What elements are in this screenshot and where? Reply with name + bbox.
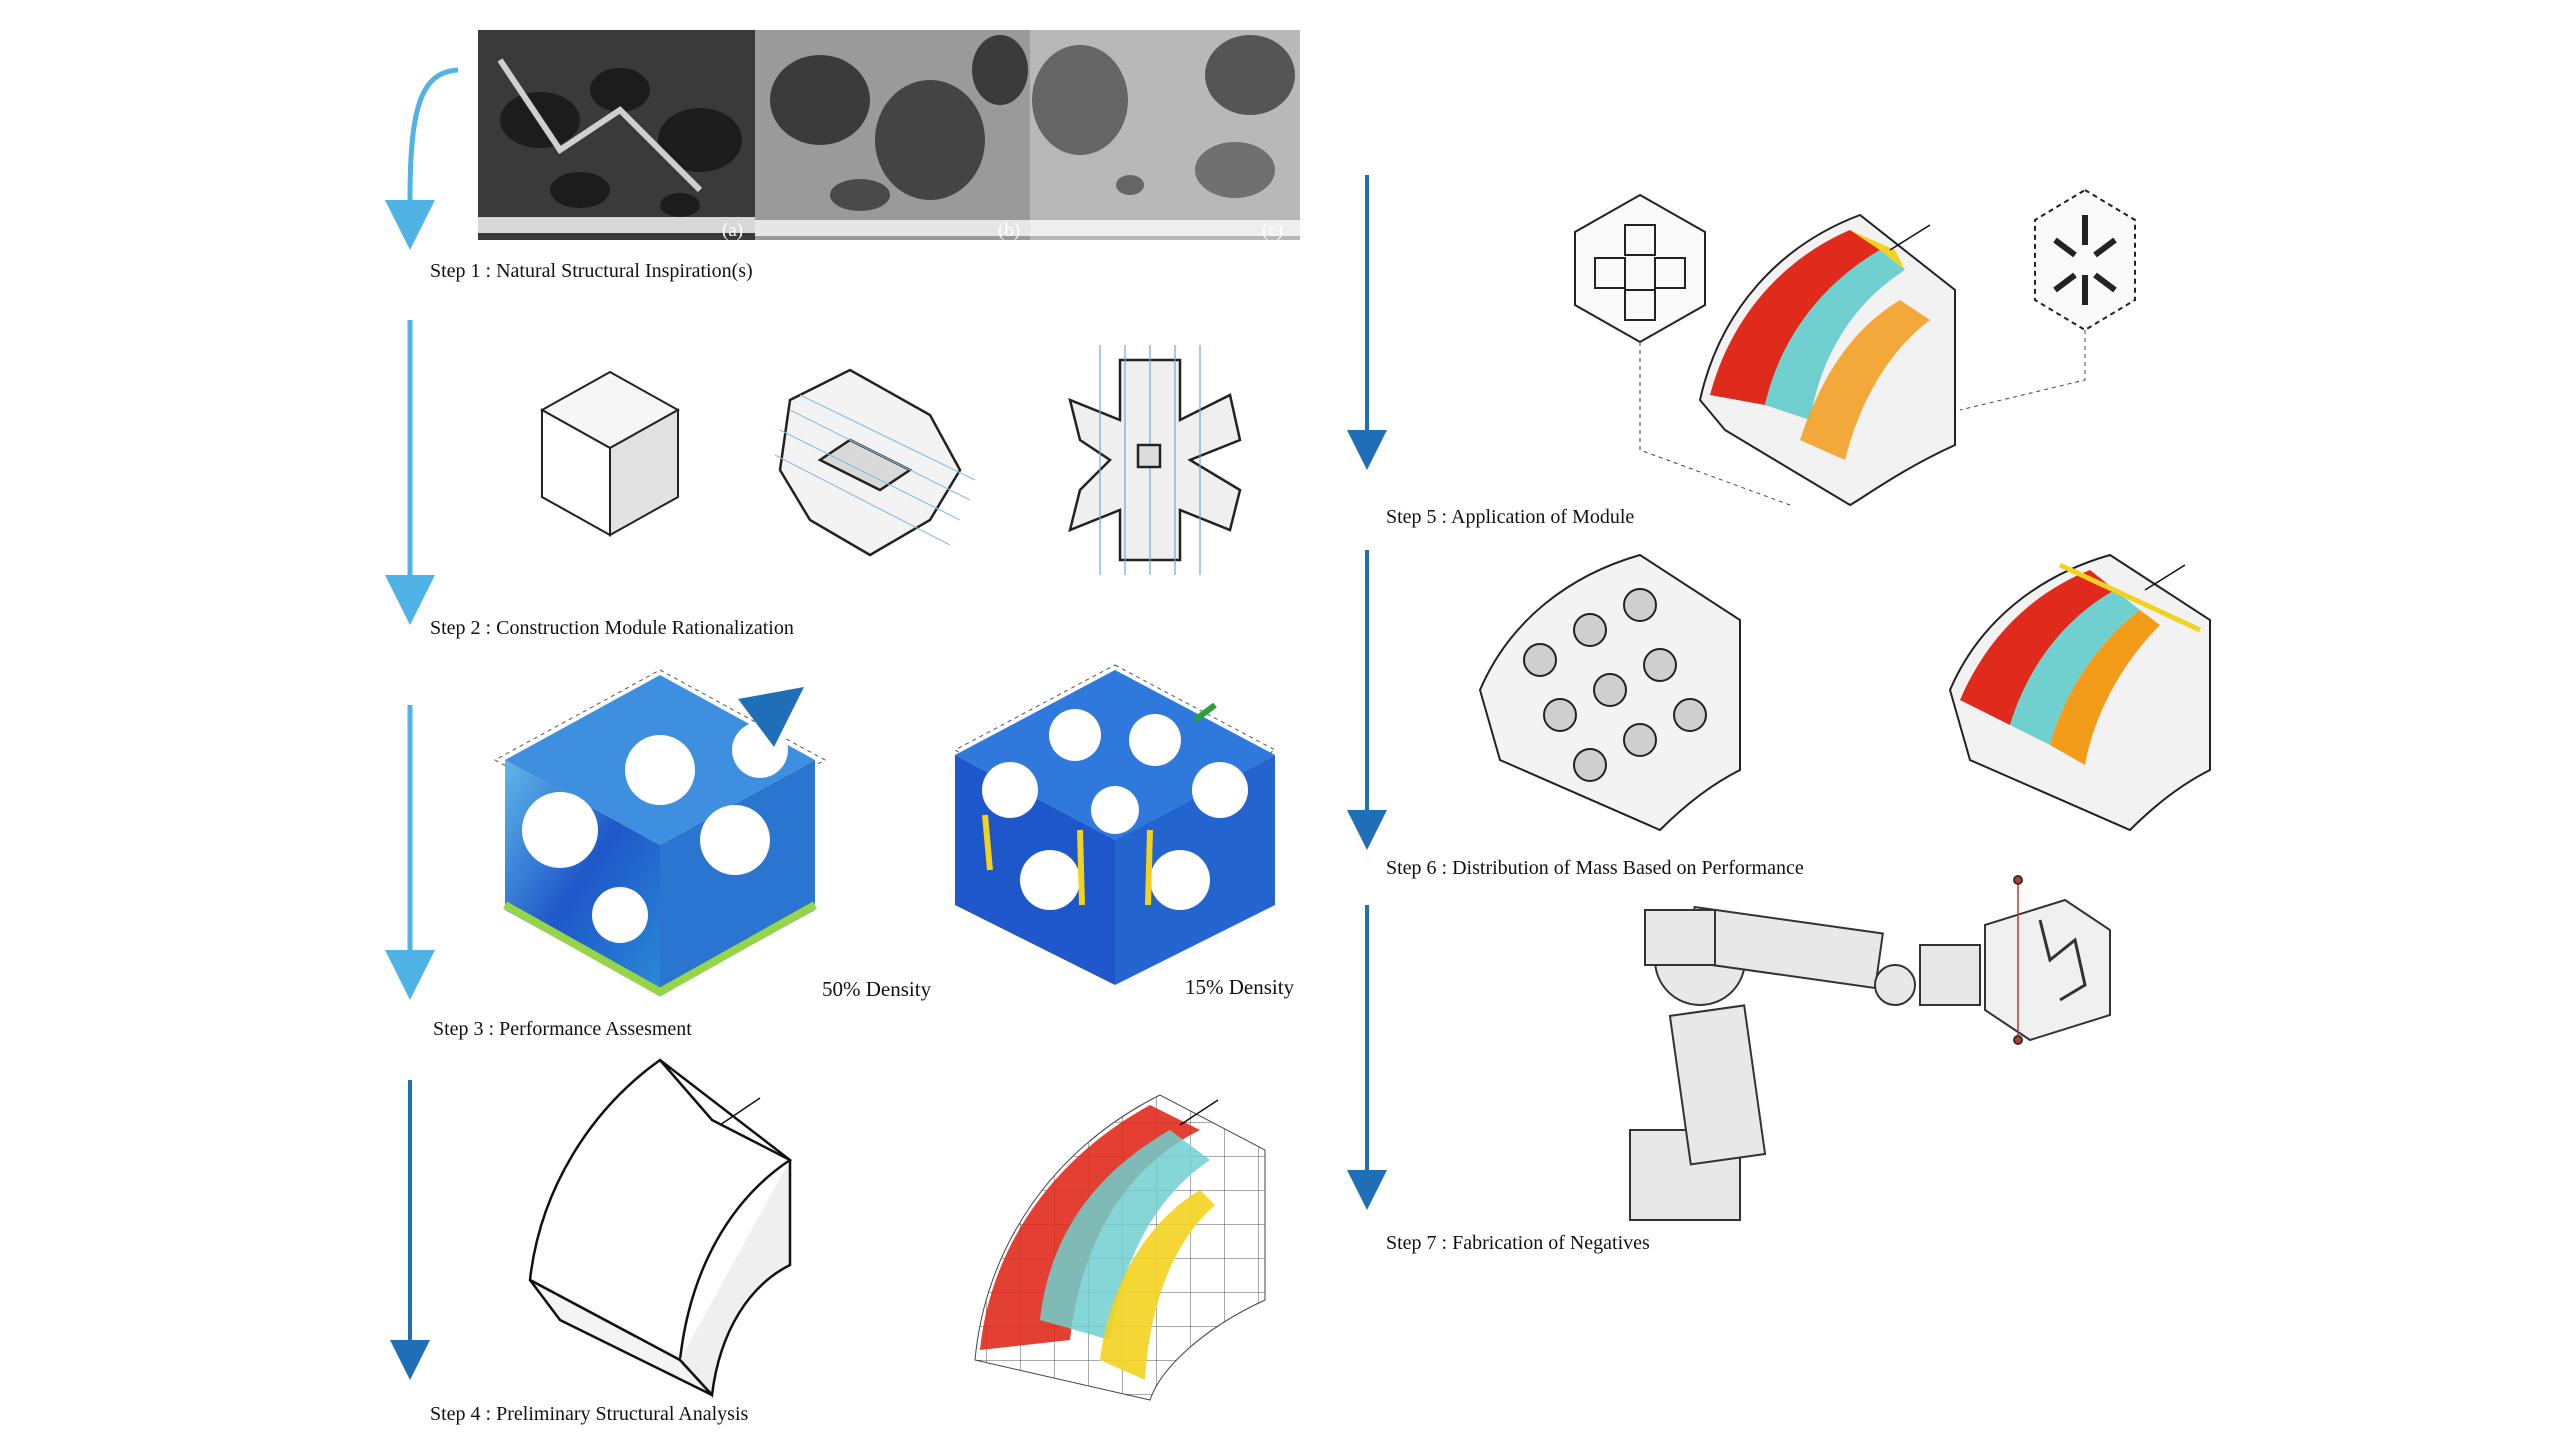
- lattice-curved-block: [1478, 553, 1741, 832]
- step-4-label: Step 4 : Preliminary Structural Analysis: [430, 1403, 749, 1425]
- module-icon-right: [2034, 188, 2136, 332]
- extruded-cross-module: [774, 368, 976, 557]
- bone-photo-strip: (a) (b) (c): [478, 30, 1300, 241]
- applied-module-stress-block: [1639, 213, 2086, 507]
- module-icon-left: [1574, 193, 1706, 344]
- photo-tag-c: (c): [1262, 220, 1283, 241]
- fea-cube-15-density: [953, 664, 1277, 985]
- step-1-label: Step 1 : Natural Structural Inspiration(…: [430, 260, 753, 282]
- step-2-label: Step 2 : Construction Module Rationaliza…: [430, 617, 794, 639]
- flow-arrow-1: [385, 67, 459, 250]
- step-5-label: Step 5 : Application of Module: [1386, 506, 1635, 528]
- density-15-label: 15% Density: [1185, 975, 1295, 999]
- cross-section-module: [1068, 345, 1242, 575]
- photo-tag-a: (a): [722, 220, 743, 241]
- step-7-label: Step 7 : Fabrication of Negatives: [1386, 1232, 1650, 1254]
- density-50-label: 50% Density: [822, 977, 932, 1001]
- stress-map-block: [974, 1094, 1266, 1401]
- milling-target-block: [1984, 875, 2111, 1045]
- step-3-label: Step 3 : Performance Assesment: [433, 1018, 692, 1040]
- lattice-stress-block: [1948, 553, 2211, 832]
- fea-cube-50-density: [493, 669, 827, 997]
- step-6-label: Step 6 : Distribution of Mass Based on P…: [1386, 857, 1804, 879]
- plain-cube: [539, 370, 681, 537]
- photo-tag-b: (b): [998, 220, 1020, 241]
- curved-block-outline: [528, 1058, 793, 1398]
- robot-arm: [1629, 905, 1981, 1221]
